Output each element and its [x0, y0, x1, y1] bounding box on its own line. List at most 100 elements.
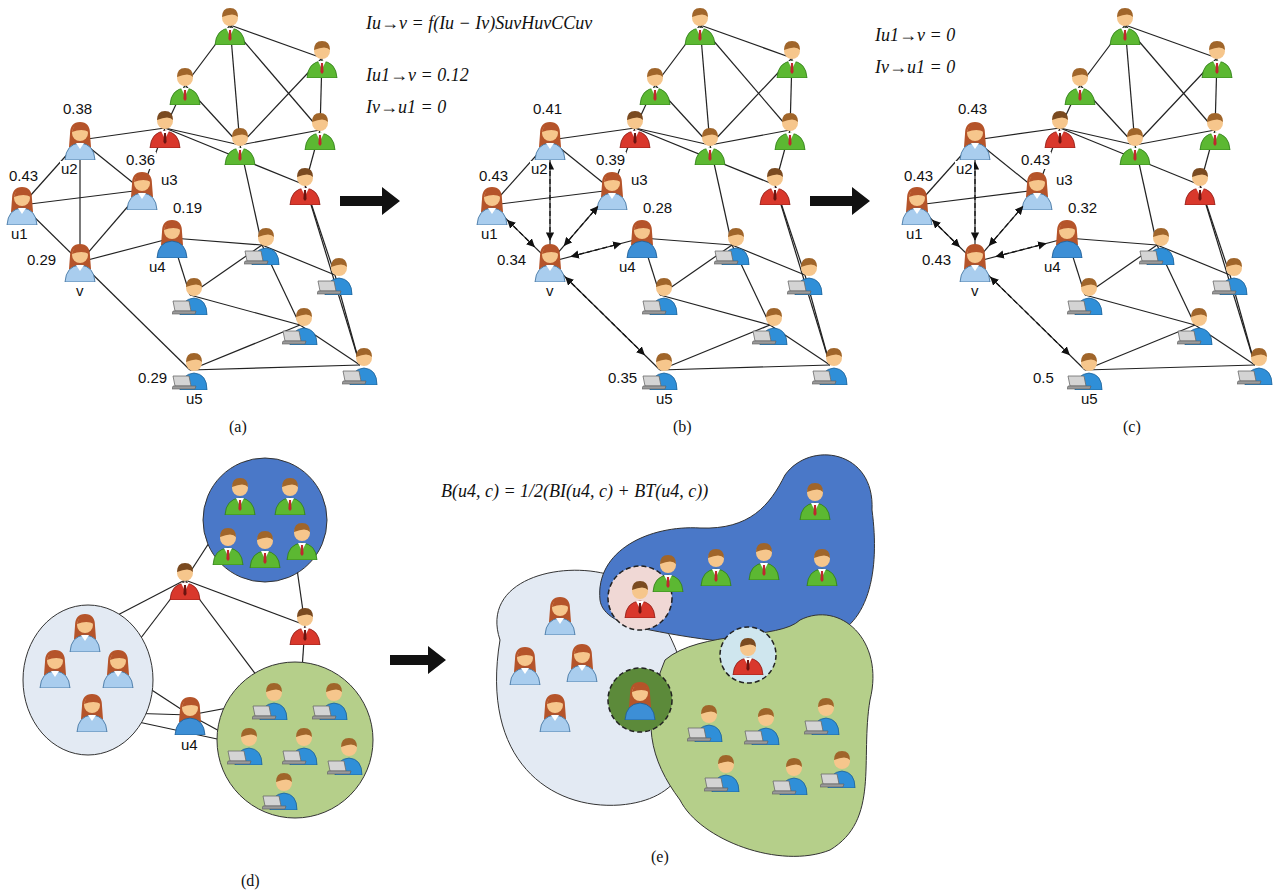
node-label: 0.28 — [642, 200, 673, 217]
graph-edge — [1085, 365, 1255, 370]
overlap-circle — [608, 668, 672, 732]
person-icon — [695, 128, 725, 165]
influence-arrow — [974, 162, 975, 240]
person-icon — [687, 705, 722, 742]
influence-arrow — [564, 207, 597, 246]
node-label: 0.38 — [62, 101, 93, 118]
node-label: 0.43 — [903, 168, 934, 185]
graph-edge — [492, 190, 612, 205]
person-icon — [804, 698, 839, 735]
community-region — [651, 615, 873, 857]
person-icon — [1237, 348, 1272, 385]
person-icon — [540, 694, 570, 732]
person-icon — [225, 478, 255, 515]
person-icon — [510, 647, 540, 685]
person-icon — [282, 308, 317, 345]
person-icon — [307, 41, 337, 78]
community-circle — [23, 605, 153, 755]
panel-caption: (b) — [672, 418, 693, 436]
graph-edge — [190, 365, 360, 370]
node-label: u1 — [905, 226, 924, 243]
person-icon — [65, 122, 95, 160]
node-label: 0.43 — [957, 101, 988, 118]
person-icon — [1120, 128, 1150, 165]
person-icon — [227, 728, 262, 765]
node-label: u1 — [480, 226, 499, 243]
node-label: u4 — [1043, 259, 1062, 276]
graph-edge — [550, 262, 660, 370]
person-icon — [172, 278, 207, 315]
person-icon — [642, 278, 677, 315]
node-label: 0.43 — [1020, 152, 1051, 169]
person-icon — [170, 68, 200, 105]
person-icon — [749, 543, 779, 580]
person-icon — [812, 348, 847, 385]
person-icon — [733, 638, 763, 675]
node-label: 0.43 — [921, 252, 952, 269]
person-icon — [653, 555, 683, 592]
person-icon — [642, 353, 677, 390]
person-icon — [787, 258, 822, 295]
community-circle — [203, 458, 327, 582]
person-icon — [1045, 111, 1075, 148]
node-label: v — [545, 283, 555, 300]
person-icon — [807, 549, 837, 586]
person-icon — [1067, 278, 1102, 315]
person-icon — [625, 682, 655, 720]
graph-edge — [22, 190, 142, 205]
social-graph — [902, 8, 1272, 390]
person-icon — [262, 773, 297, 810]
person-icon — [252, 683, 287, 720]
person-icon — [327, 738, 362, 775]
person-icon — [170, 563, 200, 600]
formula: Iu1→v = 0 — [874, 26, 956, 46]
person-icon — [175, 697, 205, 735]
node-label: u2 — [955, 161, 974, 178]
person-icon — [820, 751, 855, 788]
formula: Iu1→v = 0.12 — [365, 66, 470, 86]
formula: Iv→u1 = 0 — [365, 98, 447, 118]
person-icon — [213, 528, 243, 565]
person-icon — [342, 348, 377, 385]
graph-edge — [185, 580, 305, 625]
influence-arrow — [991, 277, 1070, 354]
person-icon — [960, 244, 990, 282]
person-icon — [744, 708, 779, 745]
node-label: 0.5 — [1032, 370, 1055, 387]
formula: Iu→v = f(Iu − Iv)SuvHuvCCuv — [365, 14, 593, 34]
influence-arrow — [996, 244, 1045, 257]
person-icon — [627, 220, 657, 258]
person-icon — [103, 650, 133, 688]
person-icon — [777, 41, 807, 78]
influence-arrow — [571, 244, 620, 257]
person-icon — [1177, 308, 1212, 345]
graph-edge — [975, 262, 1085, 370]
node-label: u5 — [1080, 391, 1099, 408]
graph-edge — [172, 238, 262, 245]
person-icon — [77, 694, 107, 732]
node-label: 0.41 — [532, 101, 563, 118]
social-graph — [7, 8, 377, 390]
node-label: v — [970, 283, 980, 300]
node-label: 0.29 — [26, 252, 57, 269]
panel-caption: (e) — [650, 848, 670, 866]
step-arrow — [810, 187, 870, 215]
overlap-circle — [720, 627, 776, 683]
person-icon — [1110, 8, 1140, 45]
overlap-circle — [608, 566, 672, 630]
panel-caption: (a) — [228, 418, 248, 436]
person-icon — [225, 128, 255, 165]
person-icon — [960, 122, 990, 160]
person-icon — [567, 644, 597, 682]
node-label: v — [75, 283, 85, 300]
panel-caption: (d) — [240, 872, 261, 890]
graph-edge — [1067, 238, 1157, 245]
person-icon — [282, 728, 317, 765]
formula: B(u4, c) = 1/2(BI(u4, c) + BT(u4, c)) — [440, 482, 709, 502]
person-icon — [477, 187, 507, 225]
node-label: u4 — [148, 259, 167, 276]
step-arrow — [340, 187, 400, 215]
person-icon — [545, 597, 575, 635]
person-icon — [290, 608, 320, 645]
